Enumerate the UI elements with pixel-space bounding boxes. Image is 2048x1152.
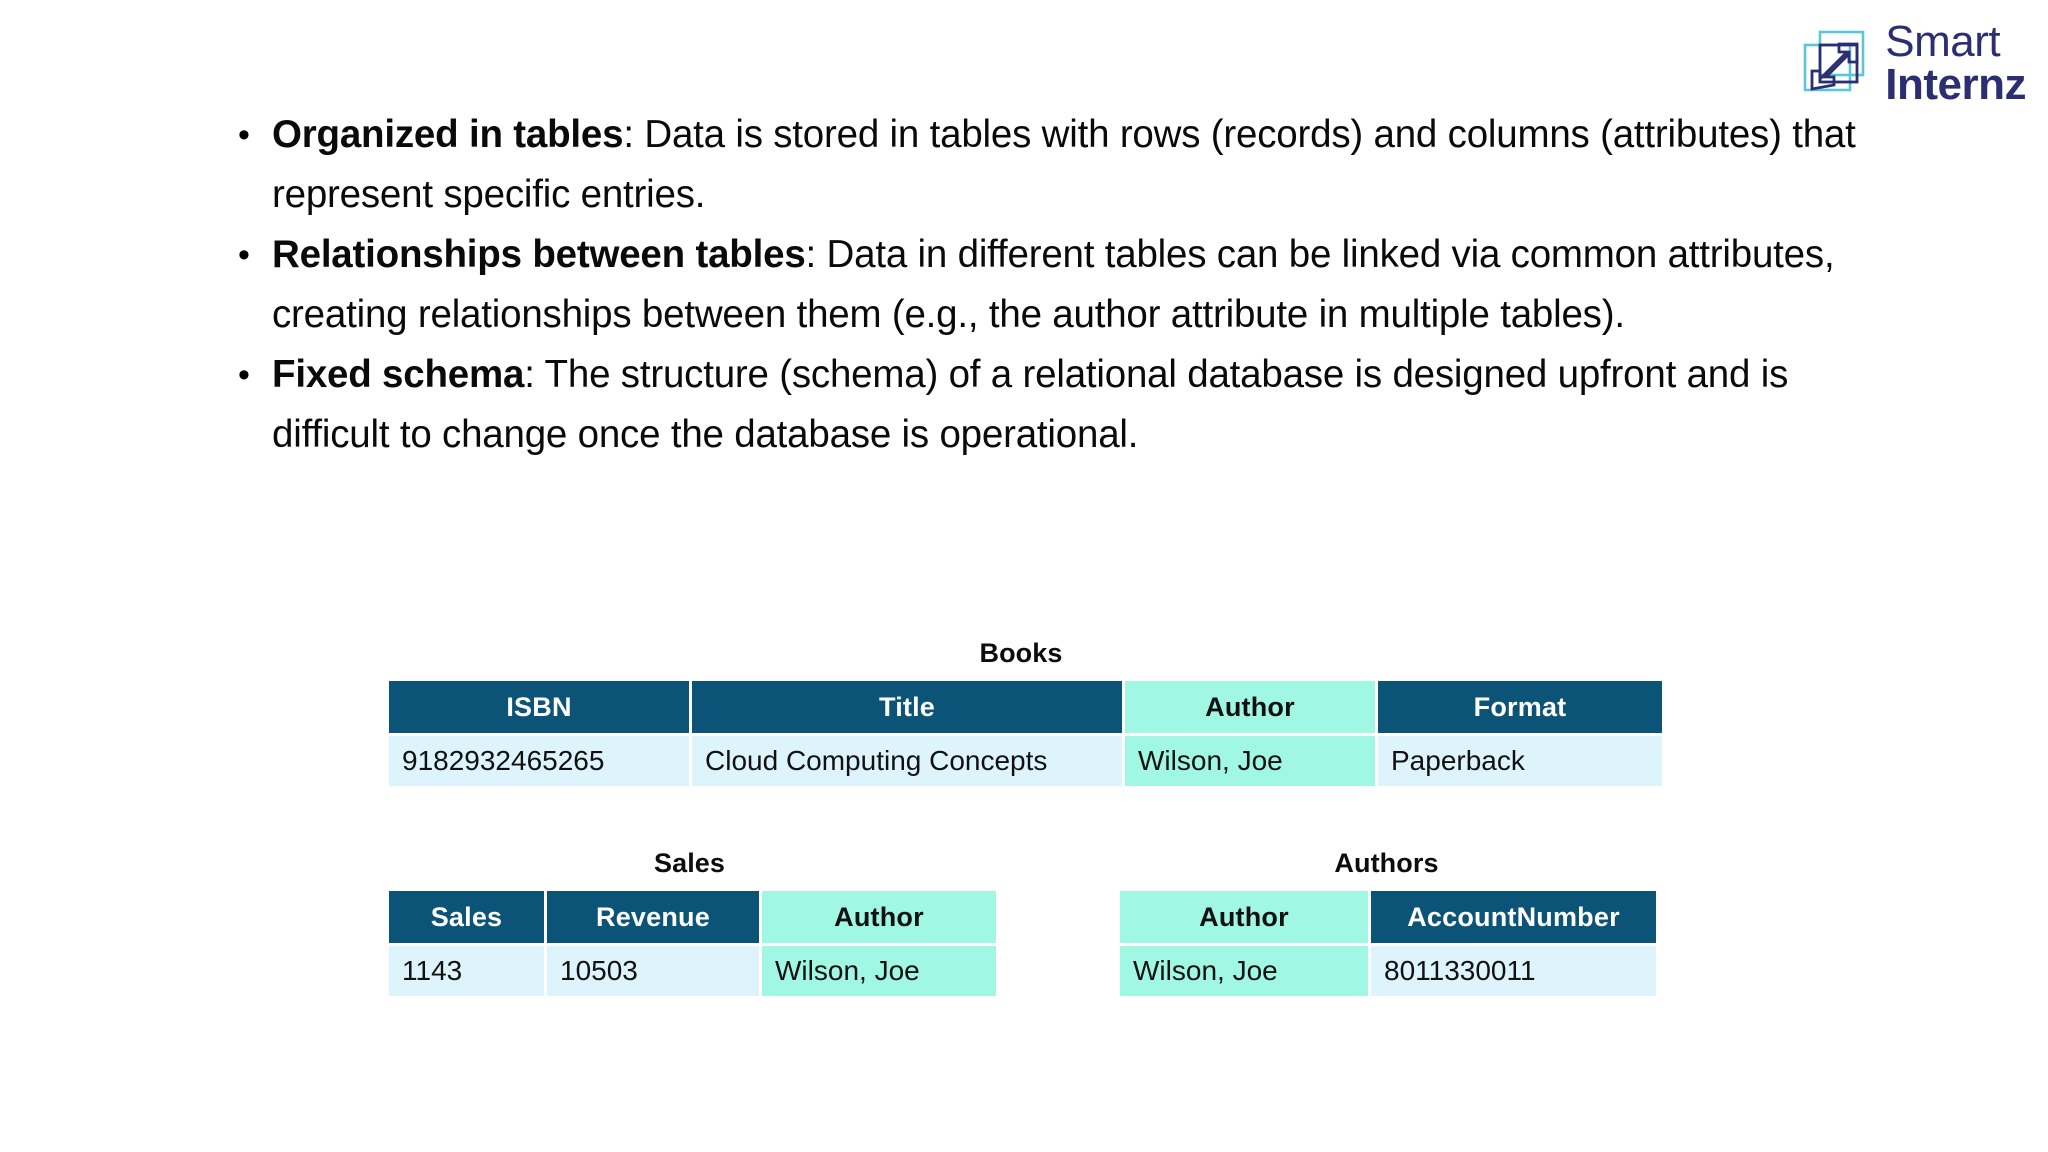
bullet-body: : Data in different tables can be linked… [272,233,1835,336]
bullet-body: : Data is stored in tables with rows (re… [272,113,1856,216]
books-table-title: Books [979,638,1063,668]
bullet-marker-icon: • [238,236,250,274]
table-cell: 9182932465265 [389,736,689,786]
bullet-body: : The structure (schema) of a relational… [272,353,1789,456]
bullet-marker-icon: • [238,356,250,394]
bullet-marker-icon: • [238,116,250,154]
smartinternz-mark-icon [1799,27,1871,99]
table-cell: Wilson, Joe [1125,736,1375,786]
table-cell: 10503 [547,946,759,996]
bullet-item: • Relationships between tables: Data in d… [238,225,1868,345]
column-header-accountnumber: AccountNumber [1371,891,1656,943]
table-cell: 8011330011 [1371,946,1656,996]
table-cell: Paperback [1378,736,1662,786]
table-cell: Cloud Computing Concepts [692,736,1122,786]
bullet-lead-in: Organized in tables [272,113,624,156]
column-header-isbn: ISBN [389,681,689,733]
column-header-revenue: Revenue [547,891,759,943]
table-cell: Wilson, Joe [1120,946,1368,996]
bullet-item: • Fixed schema: The structure (schema) of… [238,345,1868,465]
logo-wordmark: Smart Internz [1885,17,2026,110]
bullet-text: Relationships between tables: Data in di… [272,225,1868,345]
bullet-lead-in: Fixed schema [272,353,525,396]
bullet-list: • Organized in tables: Data is stored in … [238,105,1868,465]
column-header-sales: Sales [389,891,544,943]
bullet-text: Organized in tables: Data is stored in t… [272,105,1868,225]
bullet-text: Fixed schema: The structure (schema) of … [272,345,1868,465]
bullet-item: • Organized in tables: Data is stored in … [238,105,1868,225]
bullet-lead-in: Relationships between tables [272,233,806,276]
logo-word-smart: Smart [1885,17,2001,66]
authors-table-title: Authors [1334,848,1439,878]
table-cell: 1143 [389,946,544,996]
logo-word-internz: Internz [1885,60,2026,110]
column-header-format: Format [1378,681,1662,733]
column-header-author: Author [1125,681,1375,733]
table-cell: Wilson, Joe [762,946,996,996]
column-header-author: Author [1120,891,1368,943]
sales-table-title: Sales [653,848,726,878]
column-header-title: Title [692,681,1122,733]
smartinternz-logo: Smart Internz [1799,17,2026,110]
column-header-author: Author [762,891,996,943]
